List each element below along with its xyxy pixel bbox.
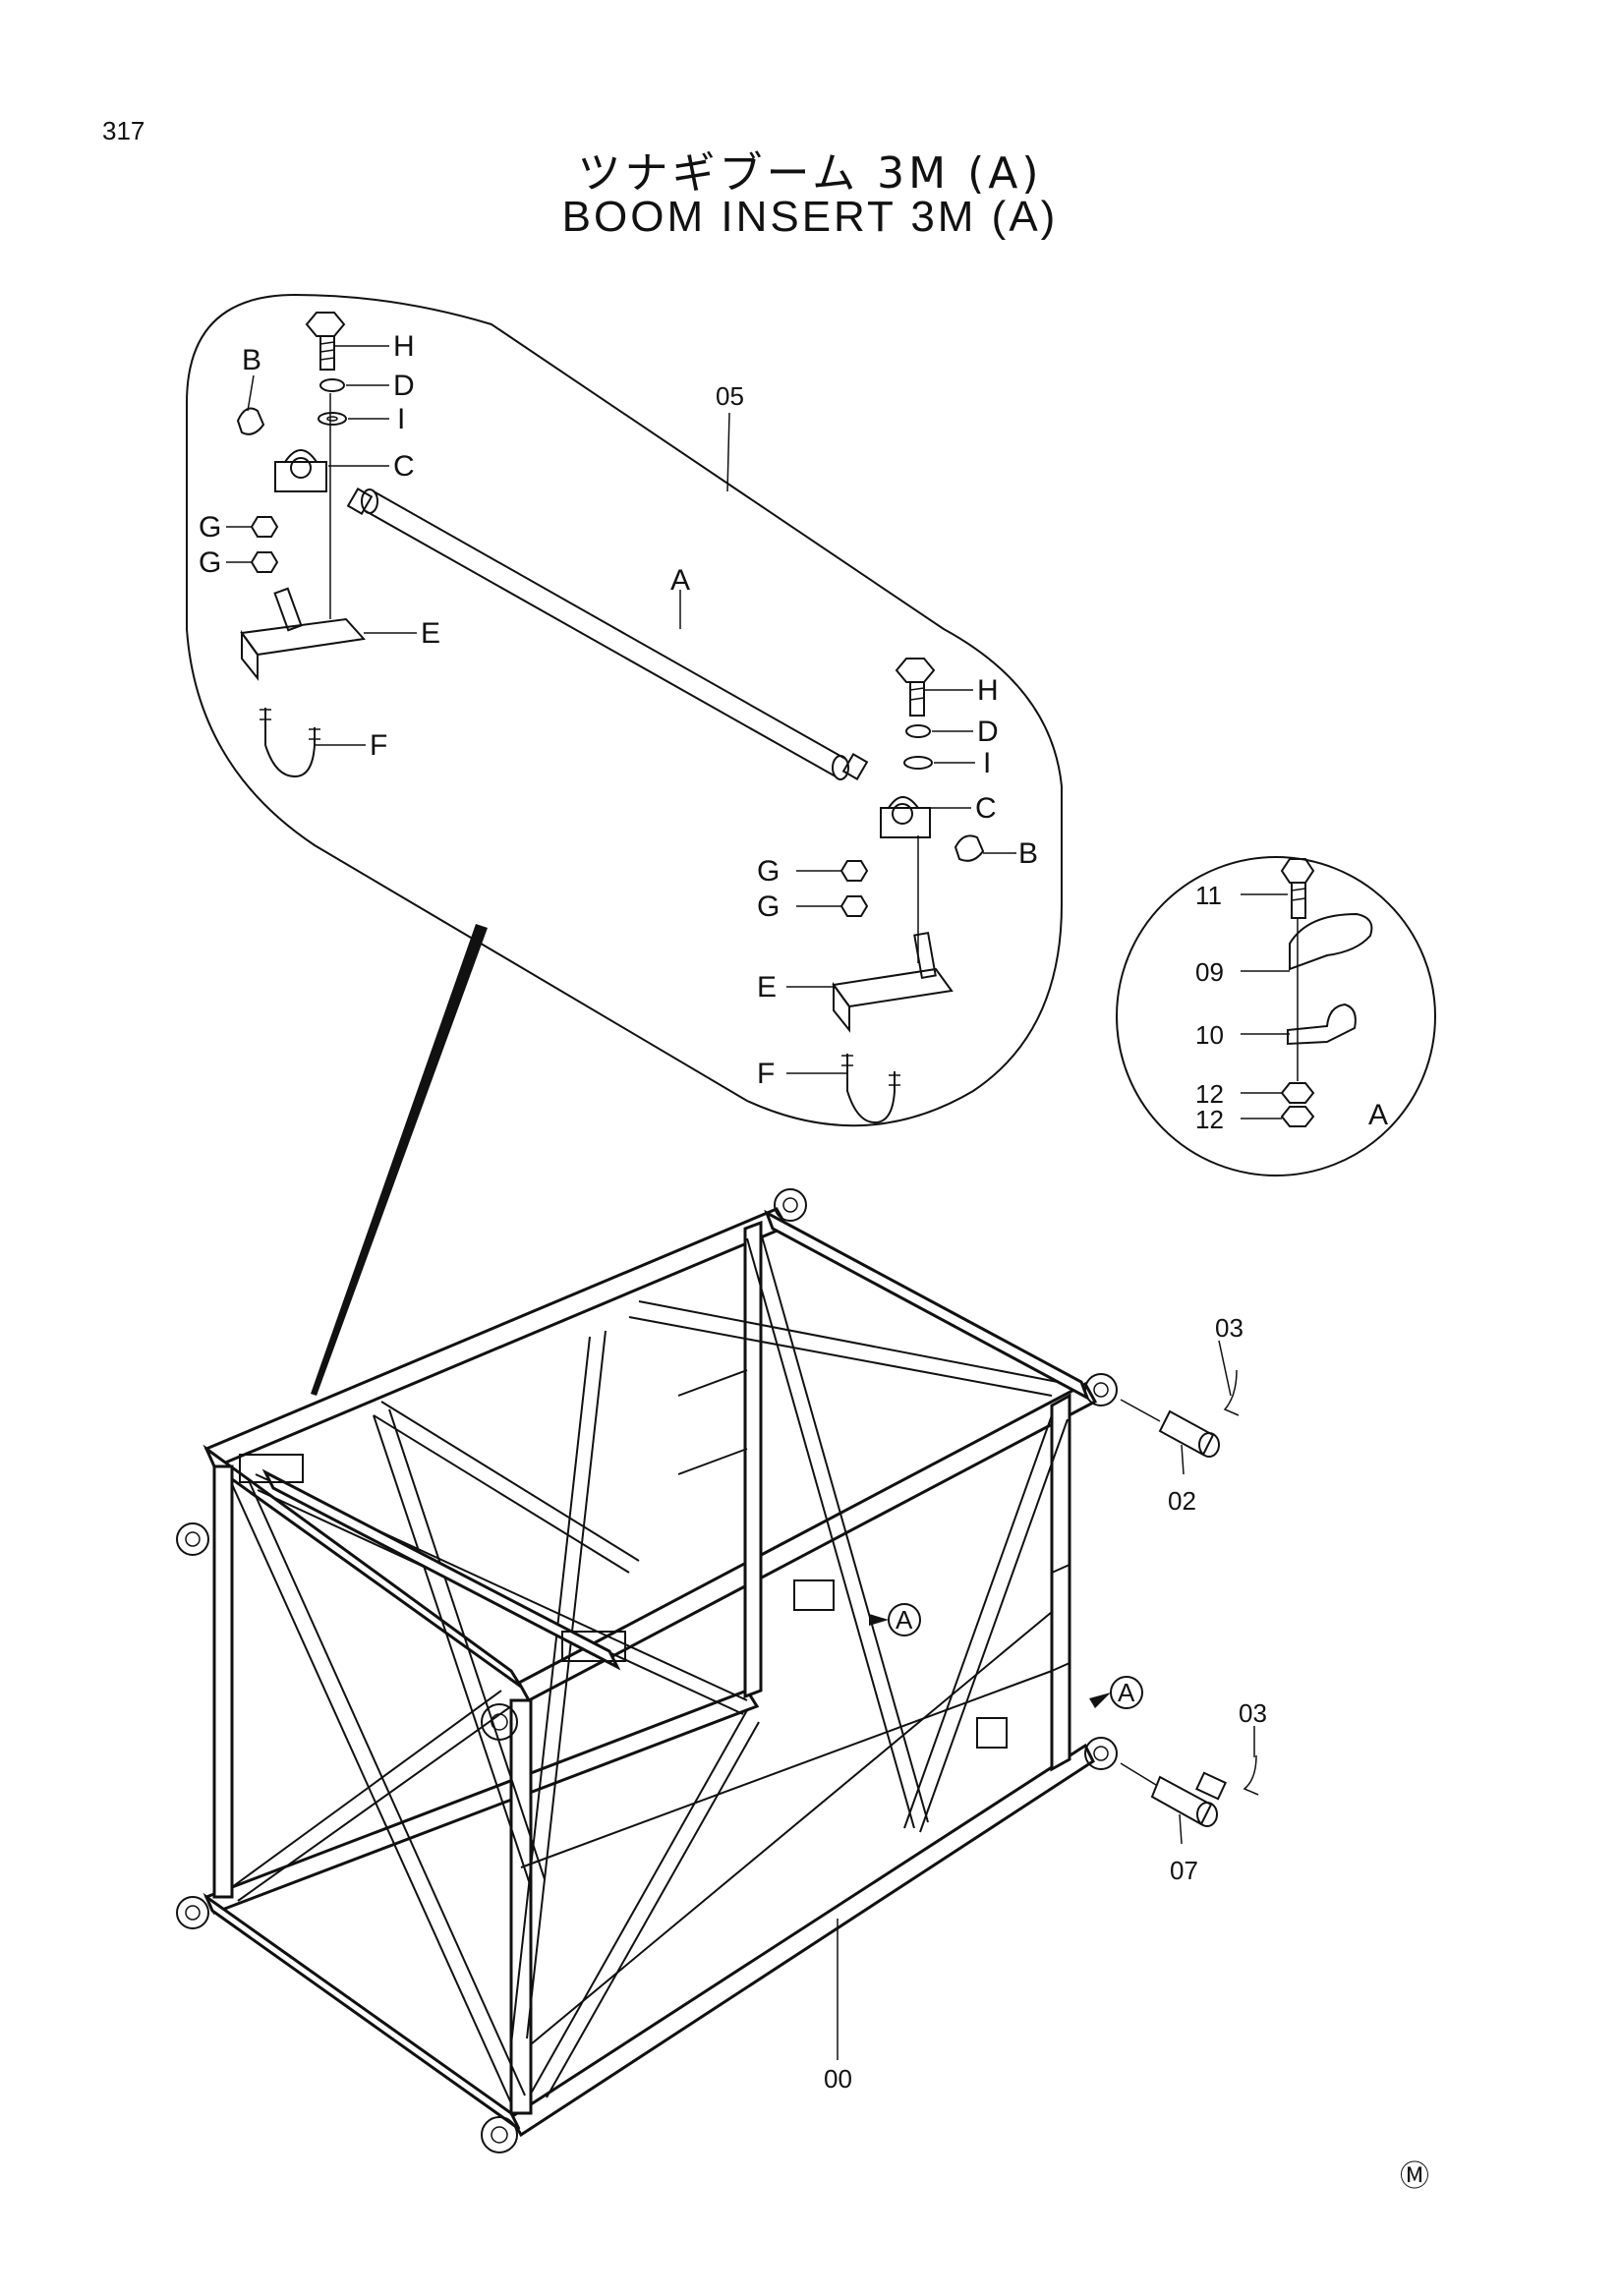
- clamp-part-12b: 12: [1195, 1105, 1224, 1134]
- page-number: 317: [102, 116, 145, 145]
- maker-mark: Ⓜ: [1400, 2160, 1429, 2193]
- clamp-part-09: 09: [1195, 957, 1224, 987]
- pin-07: 07: [1170, 1856, 1198, 1885]
- label-left-G1: G: [199, 511, 221, 544]
- support-shaft: [346, 487, 869, 781]
- pin-02-assembly: 03 02: [1120, 1313, 1244, 1516]
- left-end-hardware: [236, 312, 366, 778]
- callout-labels: 05 A B H D I C G G E F H D I C B G G E F: [199, 330, 1038, 1090]
- boom-insert-frame: [176, 1188, 1118, 2153]
- callout-leader: [311, 924, 488, 1396]
- pin-02: 02: [1168, 1486, 1196, 1516]
- label-right-D: D: [977, 716, 999, 748]
- detail-part-number: 05: [716, 381, 744, 411]
- label-left-F: F: [370, 729, 387, 762]
- right-end-hardware: [832, 658, 985, 1124]
- detail-callout: 05 A B H D I C G G E F H D I C B G G E F: [186, 293, 1063, 1396]
- label-right-F: F: [757, 1058, 775, 1090]
- view-marker-upper-label: A: [896, 1605, 913, 1635]
- label-left-G2: G: [199, 546, 221, 579]
- label-right-B: B: [1018, 837, 1038, 870]
- clamp-detail-ref: A: [1368, 1099, 1388, 1131]
- label-left-H: H: [393, 330, 415, 363]
- label-left-B: B: [242, 344, 261, 376]
- label-left-D: D: [393, 370, 415, 402]
- clamp-detail: 11 09 10 12 12 A: [1116, 856, 1436, 1177]
- label-right-E: E: [757, 971, 777, 1004]
- page-title-english: BOOM INSERT 3M (A): [561, 193, 1059, 241]
- label-right-I: I: [983, 747, 991, 779]
- view-marker-lower-label: A: [1118, 1678, 1135, 1707]
- label-right-G2: G: [757, 890, 780, 923]
- view-marker-lower: A: [1089, 1676, 1143, 1709]
- clamp-part-11: 11: [1195, 881, 1222, 910]
- label-left-E: E: [421, 617, 440, 650]
- label-right-G1: G: [757, 855, 780, 888]
- page-title-japanese: ツナギブーム 3M (A): [577, 148, 1043, 199]
- shaft-label: A: [670, 564, 690, 597]
- clamp-part-10: 10: [1195, 1020, 1224, 1050]
- frame-part-00: 00: [824, 2064, 852, 2094]
- clamp-part-12a: 12: [1195, 1079, 1224, 1109]
- label-right-C: C: [975, 792, 997, 825]
- view-marker-upper: A: [869, 1603, 921, 1636]
- clip-03-lower: 03: [1239, 1698, 1267, 1728]
- clip-03-upper: 03: [1215, 1313, 1244, 1343]
- label-left-C: C: [393, 450, 415, 483]
- label-left-I: I: [397, 403, 405, 435]
- label-right-H: H: [977, 674, 999, 707]
- pin-07-assembly: 03 07: [1120, 1698, 1267, 1885]
